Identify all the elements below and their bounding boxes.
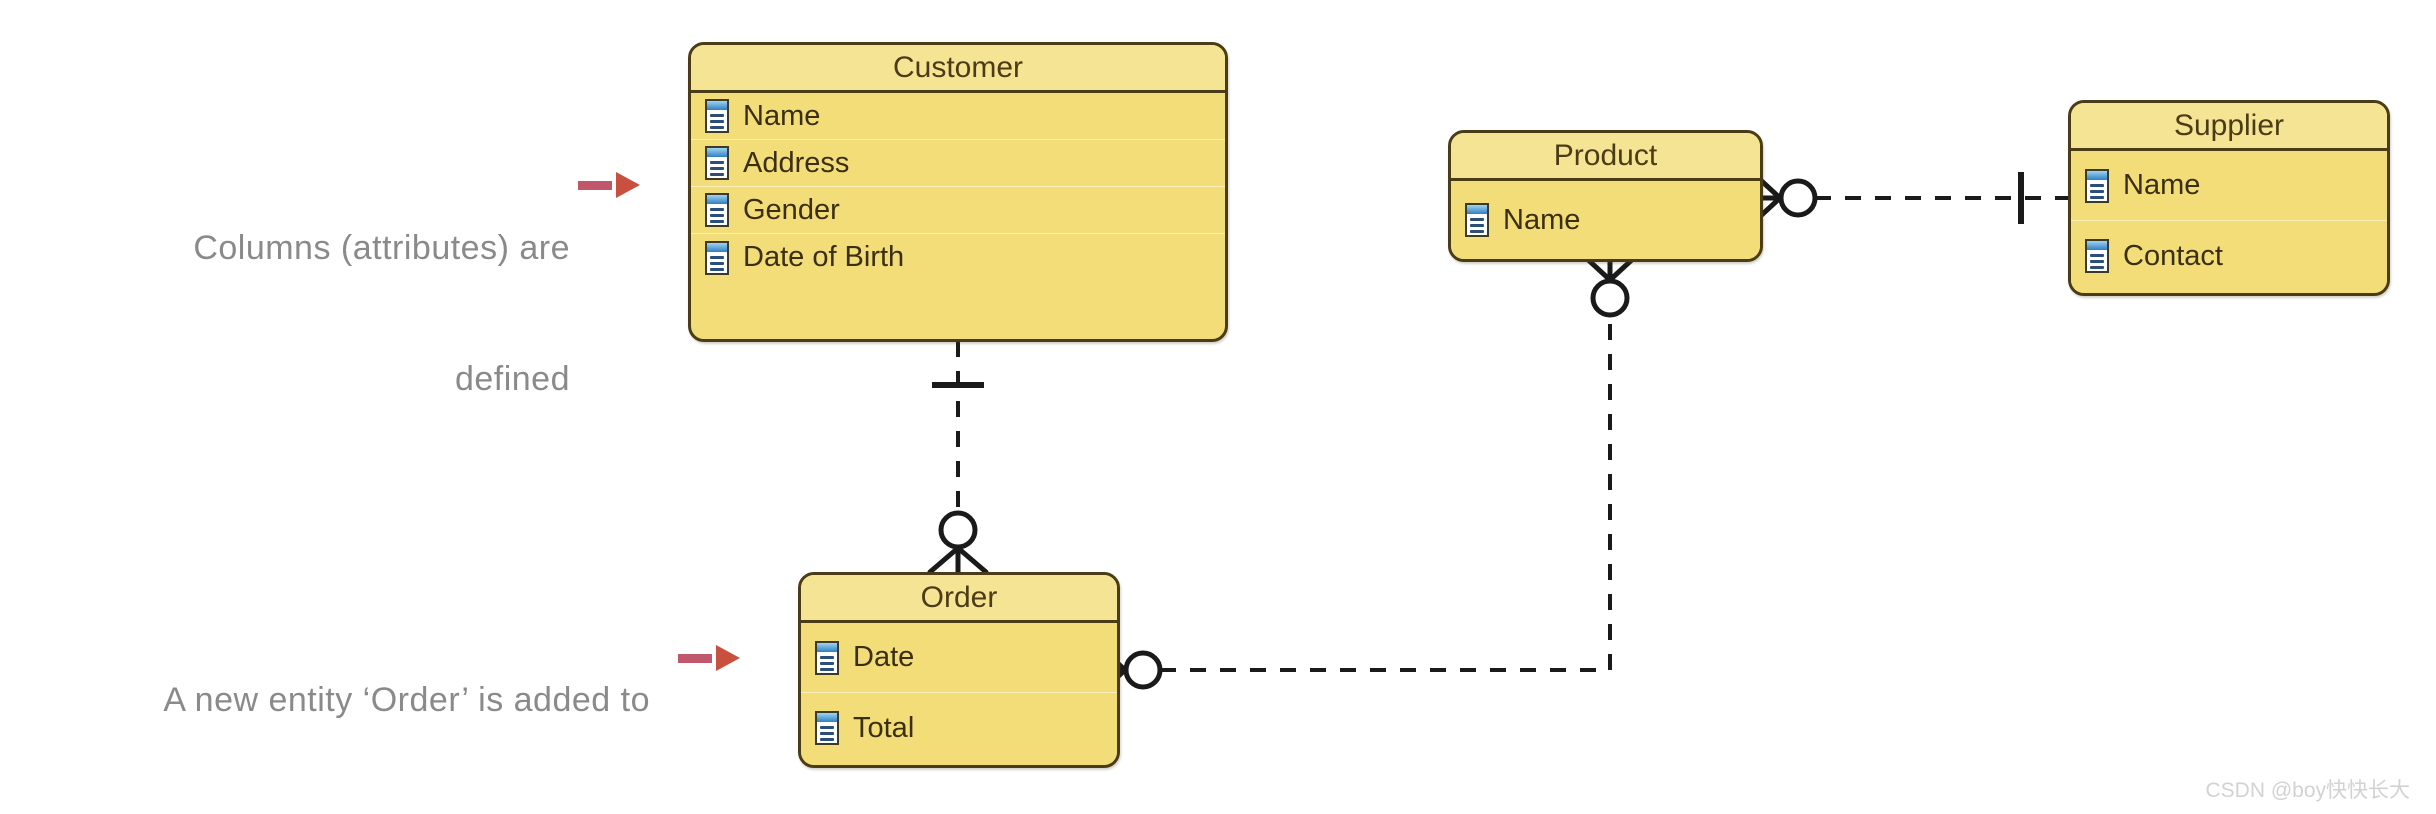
column-attribute-icon: [2085, 168, 2109, 203]
column-attribute-icon: [705, 99, 729, 133]
entity-title: Customer: [691, 45, 1225, 93]
column-attribute-icon: [705, 240, 729, 275]
annotation-order-added: A new entity ‘Order’ is added to model t…: [10, 592, 650, 814]
arrow-head: [616, 172, 640, 198]
attribute-label: Date of Birth: [743, 241, 905, 273]
relationship-product-supplier: [1749, 171, 2068, 225]
annotation-pointer-arrow-icon: [678, 645, 744, 671]
annotation-line: A new entity ‘Order’ is added to: [163, 681, 650, 720]
cardinality-zero-circle: [938, 510, 978, 550]
connector-line: [1160, 300, 1612, 672]
attribute-row[interactable]: Contact: [2071, 221, 2387, 291]
arrow-shaft: [578, 181, 612, 190]
column-attribute-icon: [705, 146, 729, 180]
watermark: CSDN @boy快快长大: [2205, 779, 2410, 802]
column-attribute-icon: [815, 640, 839, 675]
cardinality-zero-circle: [1778, 178, 1818, 218]
attribute-row[interactable]: Name: [2071, 151, 2387, 221]
arrow-shaft: [678, 654, 712, 663]
attribute-label: Address: [743, 146, 850, 179]
attribute-row[interactable]: Gender: [691, 187, 1225, 234]
entity-attributes: Name Address Gender Date of Birth: [691, 93, 1225, 281]
arrow-head: [716, 645, 740, 671]
entity-title: Product: [1451, 133, 1760, 181]
attribute-label: Name: [743, 99, 821, 132]
column-attribute-icon: [1465, 203, 1489, 237]
column-attribute-icon: [705, 193, 729, 227]
annotation-columns-defined: Columns (attributes) are defined: [40, 140, 570, 488]
cardinality-zero-circle: [1123, 650, 1163, 690]
annotation-pointer-arrow-icon: [578, 172, 644, 198]
attribute-row[interactable]: Name: [691, 93, 1225, 140]
annotation-line: defined: [454, 359, 570, 398]
attribute-label: Total: [853, 711, 915, 744]
entity-title: Supplier: [2071, 103, 2387, 151]
relationship-customer-order: [927, 341, 989, 577]
entity-customer[interactable]: Customer Name Address Gender: [688, 42, 1228, 342]
attribute-label: Date: [853, 641, 915, 673]
annotation-line: model the purchase operation: [10, 810, 650, 814]
attribute-row[interactable]: Address: [691, 140, 1225, 187]
annotation-line: Columns (attributes) are: [193, 229, 570, 268]
attribute-label: Gender: [743, 193, 840, 226]
attribute-label: Name: [1503, 203, 1581, 236]
entity-attributes: Date Total: [801, 623, 1117, 763]
attribute-row[interactable]: Name: [1451, 181, 1760, 259]
entity-order[interactable]: Order Date Total: [798, 572, 1120, 768]
attribute-label: Contact: [2123, 239, 2223, 272]
column-attribute-icon: [2085, 239, 2109, 273]
cardinality-zero-circle: [1590, 278, 1630, 318]
attribute-label: Name: [2123, 169, 2201, 201]
column-attribute-icon: [815, 711, 839, 745]
cardinality-many-crowsfoot: [927, 545, 989, 577]
entity-attributes: Name: [1451, 181, 1760, 259]
entity-product[interactable]: Product Name: [1448, 130, 1763, 262]
entity-title: Order: [801, 575, 1117, 623]
attribute-row[interactable]: Date of Birth: [691, 234, 1225, 281]
entity-attributes: Name Contact: [2071, 151, 2387, 291]
attribute-row[interactable]: Date: [801, 623, 1117, 693]
entity-supplier[interactable]: Supplier Name Contact: [2068, 100, 2390, 296]
attribute-row[interactable]: Total: [801, 693, 1117, 763]
